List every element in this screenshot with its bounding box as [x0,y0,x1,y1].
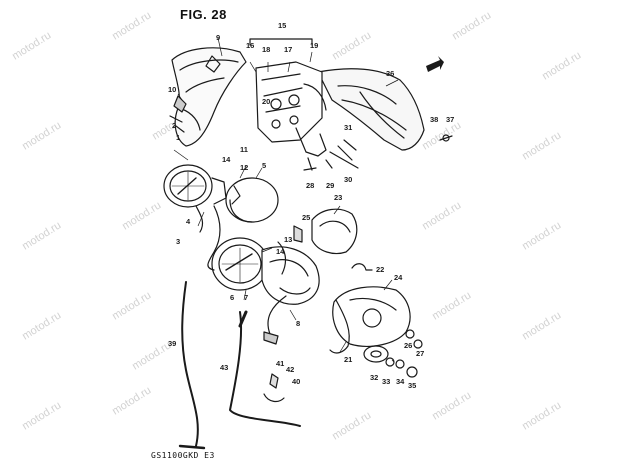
part-27-nut [413,339,423,349]
part-label: 22 [376,265,384,274]
part-label: 28 [306,181,314,190]
part-32-rubber [363,345,389,363]
part-label: 33 [382,377,390,386]
part-28-bolt [303,157,317,171]
part-label: 39 [168,339,176,348]
part-label: 23 [334,193,342,202]
figure-code: GS1100GKD E3 [151,451,215,460]
part-label: 6 [230,293,234,302]
part-31-bolt [329,139,359,169]
front-direction-arrow-icon [426,56,444,72]
figure-title: FIG. 28 [180,7,227,22]
part-label: 30 [344,175,352,184]
part-label: 20 [262,97,270,106]
part-label: 38 [430,115,438,124]
part-label: 18 [262,45,270,54]
part-label: 24 [394,273,403,282]
part-23-housing [311,208,358,255]
part-label: 8 [296,319,300,328]
part-3-wire [207,205,221,271]
part-34-washer [395,359,405,369]
part-label: 36 [386,69,394,78]
part-label: 40 [292,377,300,386]
group-bracket-15 [249,38,313,46]
part-label: 41 [276,359,284,368]
part-40-clip [263,393,285,403]
part-label: 1 [176,133,180,142]
part-label: 31 [344,123,352,132]
part-label: 21 [344,355,352,364]
part-label: 34 [396,377,405,386]
part-21-plate-lower [329,299,350,354]
part-39-cable [181,281,199,447]
part-label: 42 [286,365,294,374]
part-label: 29 [326,181,334,190]
part-label: 15 [278,21,286,30]
part-label: 27 [416,349,424,358]
part-8-meter-case [261,246,320,305]
part-1-meter [163,164,227,208]
part-label: 14 [222,155,231,164]
part-41-connector [269,373,279,389]
part-6-meter [211,237,269,291]
part-26-grommet [405,329,415,339]
part-label: 9 [216,33,220,42]
part-label: 13 [284,235,292,244]
part-label: 2 [172,121,176,130]
part-5-meter-case [225,177,279,223]
part-25-socket [293,225,303,243]
part-10-bolt [169,95,187,133]
part-label: 25 [302,213,310,222]
part-22-clip [351,263,373,271]
part-label: 4 [186,217,191,226]
part-33-washer [385,357,395,367]
part-label: 3 [176,237,180,246]
part-13-wire [277,241,287,275]
part-label: 11 [240,145,248,154]
part-label: 37 [446,115,454,124]
part-label: 5 [262,161,266,170]
part-label: 16 [246,41,254,50]
part-8-harness [267,295,287,335]
part-label: 17 [284,45,292,54]
part-label: 19 [310,41,318,50]
part-37-bolt [442,134,450,142]
part-label: 35 [408,381,416,390]
part-label: 7 [244,293,248,302]
part-label: 32 [370,373,378,382]
part-label: 43 [220,363,228,372]
part-36-fairing [317,68,425,151]
part-20-bracket-block [255,61,327,157]
part-29-nut [325,159,333,169]
part-35-nut [406,366,418,378]
part-43-cable [229,311,301,427]
part-label: 26 [404,341,412,350]
part-label: 12 [240,163,248,172]
part-label: 14 [276,247,285,256]
part-label: 10 [168,85,176,94]
